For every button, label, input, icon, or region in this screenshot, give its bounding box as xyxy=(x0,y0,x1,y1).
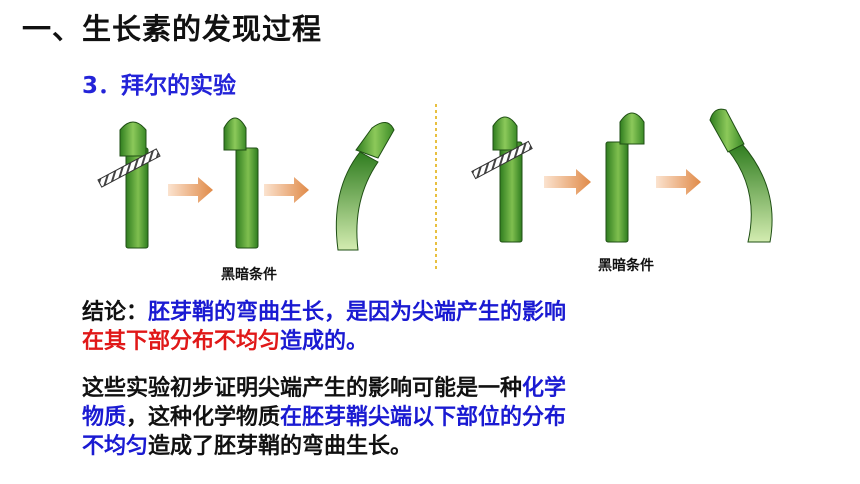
arrow-4 xyxy=(656,169,701,195)
seedling-5-tip-shifted xyxy=(605,112,645,243)
seedling-6-bent xyxy=(709,108,773,243)
conclusion-label: 结论： xyxy=(82,300,149,325)
conclusion-text-red: 在其下部分布不均匀 xyxy=(82,329,281,354)
arrow-1 xyxy=(168,177,213,203)
experiment-illustration xyxy=(97,104,773,272)
findings-line-1: 这些实验初步证明尖端产生的影响可能是一种化学 xyxy=(82,374,566,403)
findings-text: 造成了胚芽鞘的弯曲生长。 xyxy=(148,434,413,459)
seedling-3-bent xyxy=(335,122,395,251)
findings-line-3: 不均匀造成了胚芽鞘的弯曲生长。 xyxy=(82,432,566,461)
conclusion-text-blue: 胚芽鞘的弯曲生长，是因为尖端产生的影响 xyxy=(148,300,567,325)
findings-block: 这些实验初步证明尖端产生的影响可能是一种化学 物质，这种化学物质在胚芽鞘尖端以下… xyxy=(82,374,566,461)
arrow-3 xyxy=(544,169,591,195)
conclusion-line-2: 在其下部分布不均匀造成的。 xyxy=(82,327,566,356)
seedling-2-tip-shifted xyxy=(223,117,259,249)
conclusion-line-1: 结论：胚芽鞘的弯曲生长，是因为尖端产生的影响 xyxy=(82,298,566,327)
seedling-1-with-mica xyxy=(97,121,161,249)
findings-highlight: 物质 xyxy=(82,405,127,430)
seedling-4-with-mica xyxy=(471,116,533,243)
findings-highlight: 化学 xyxy=(522,376,567,401)
page-title: 一、生长素的发现过程 xyxy=(22,12,323,46)
findings-text: ，这种化学物质 xyxy=(126,405,281,430)
section-subtitle: 3．拜尔的实验 xyxy=(82,73,237,99)
caption-dark-condition-right: 黑暗条件 xyxy=(598,258,654,274)
findings-highlight: 不均匀 xyxy=(82,434,149,459)
arrow-2 xyxy=(264,177,309,203)
conclusion-block: 结论：胚芽鞘的弯曲生长，是因为尖端产生的影响 在其下部分布不均匀造成的。 xyxy=(82,298,566,356)
findings-text: 这些实验初步证明尖端产生的影响可能是一种 xyxy=(82,376,523,401)
caption-dark-condition-left: 黑暗条件 xyxy=(221,267,277,283)
conclusion-text-end: 造成的。 xyxy=(280,329,369,354)
findings-highlight: 在胚芽鞘尖端以下部位的分布 xyxy=(280,405,567,430)
findings-line-2: 物质，这种化学物质在胚芽鞘尖端以下部位的分布 xyxy=(82,403,566,432)
